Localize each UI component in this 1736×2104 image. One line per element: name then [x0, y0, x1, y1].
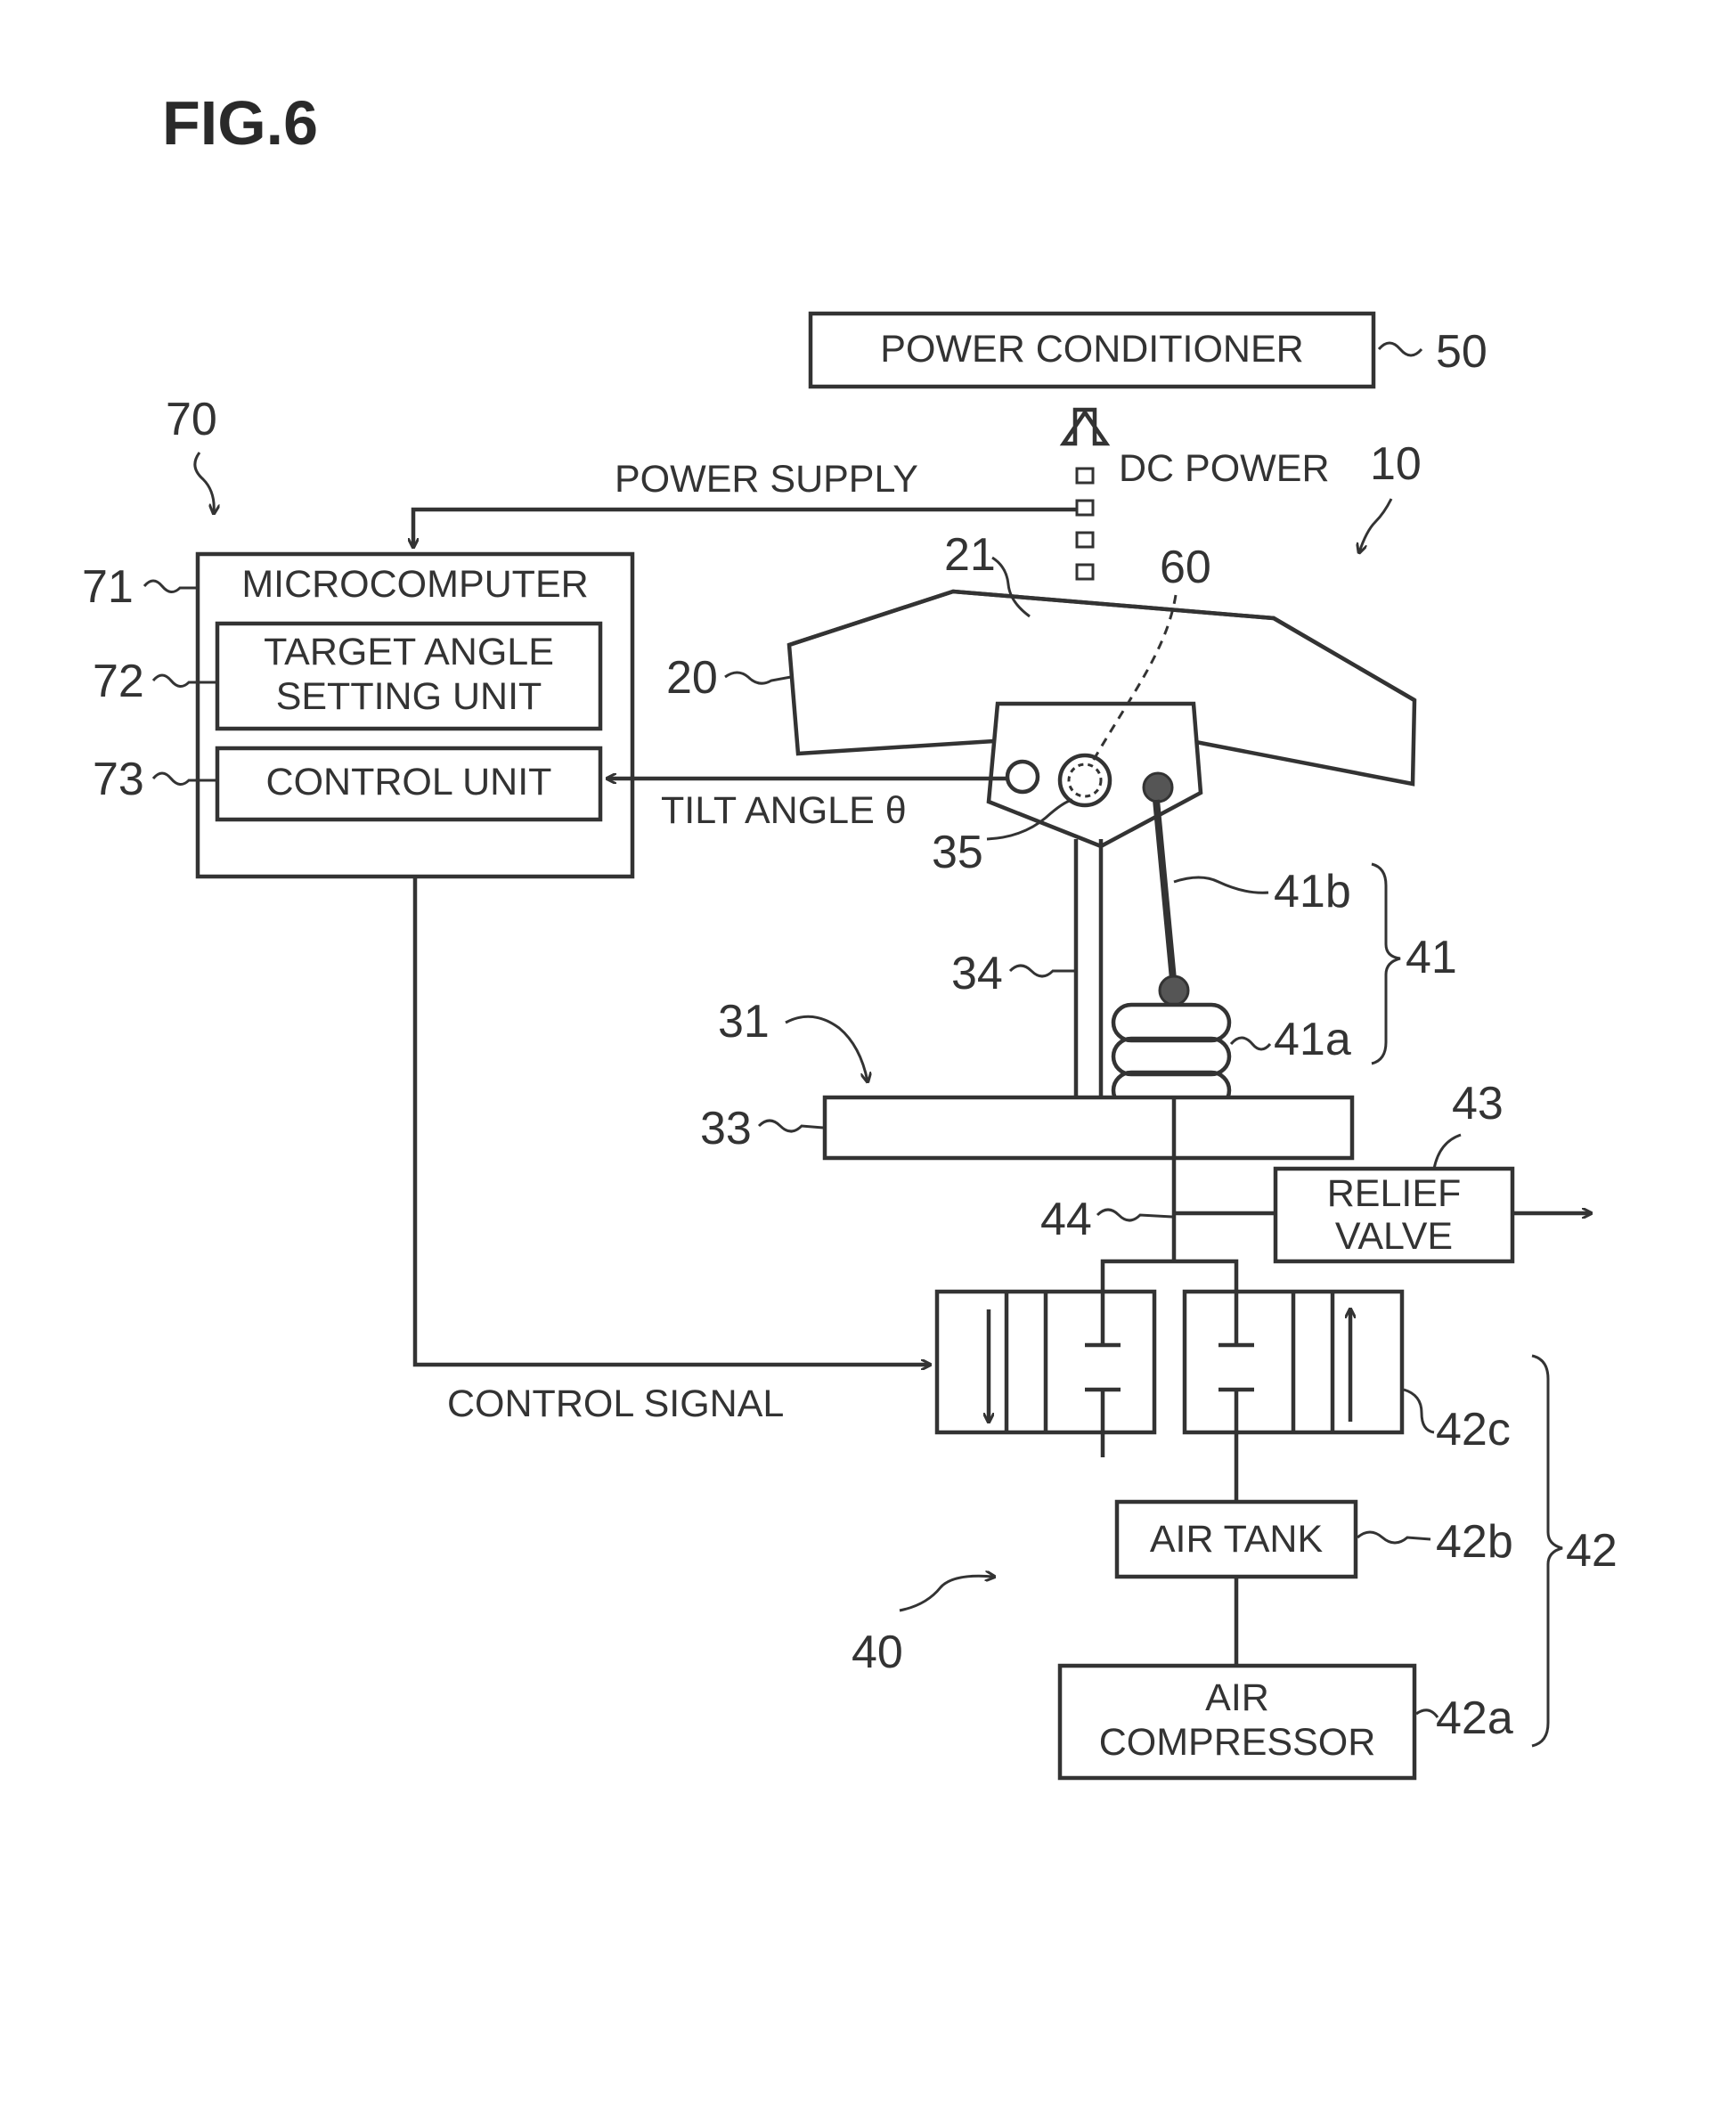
ref-35: 35	[932, 827, 983, 878]
leader-20	[725, 673, 791, 683]
leader-42a	[1416, 1710, 1438, 1717]
relief-valve-label-line1: RELIEF	[1327, 1172, 1462, 1215]
leader-71	[144, 581, 198, 592]
dc-power-label: DC POWER	[1119, 447, 1330, 490]
air-compressor-label-line1: AIR	[1205, 1676, 1269, 1719]
leader-31	[786, 1016, 868, 1081]
ref-34: 34	[951, 948, 1003, 999]
leader-41a	[1231, 1038, 1270, 1049]
actuator-rod-41b	[1156, 800, 1174, 989]
figure-label: FIG.6	[162, 88, 318, 158]
microcomputer-label: MICROCOMPUTER	[241, 563, 588, 606]
ref-40: 40	[852, 1627, 903, 1678]
leader-42c	[1404, 1390, 1434, 1432]
ref-42c: 42c	[1436, 1404, 1511, 1456]
ref-31: 31	[718, 996, 770, 1048]
power-supply-label: POWER SUPPLY	[615, 458, 918, 501]
ref-70: 70	[166, 394, 217, 445]
dc-power-dash-3	[1077, 533, 1093, 547]
dc-power-arrow-head	[1064, 410, 1106, 444]
ref-21: 21	[944, 529, 996, 581]
dc-power-dash-1	[1077, 469, 1093, 483]
ball-joint-top	[1144, 773, 1172, 802]
bellows-ring-1	[1113, 1005, 1229, 1040]
leader-50	[1379, 343, 1422, 355]
relief-valve-label-line2: VALVE	[1335, 1215, 1453, 1258]
leader-10	[1359, 499, 1391, 552]
ref-42a: 42a	[1436, 1692, 1513, 1744]
pipe-branch	[1103, 1261, 1236, 1292]
control-unit-label: CONTROL UNIT	[266, 761, 552, 803]
ref-42b: 42b	[1436, 1516, 1513, 1568]
power-conditioner-label: POWER CONDITIONER	[880, 328, 1303, 371]
mount-bracket	[989, 704, 1201, 846]
leader-40	[900, 1576, 994, 1611]
ref-41a: 41a	[1274, 1014, 1351, 1065]
brace-42	[1532, 1356, 1562, 1746]
ref-44: 44	[1040, 1194, 1092, 1245]
base-33	[825, 1097, 1352, 1158]
leader-42b	[1357, 1532, 1430, 1543]
control-signal-label: CONTROL SIGNAL	[447, 1382, 784, 1425]
dc-power-dash-2	[1077, 501, 1093, 515]
ref-60: 60	[1160, 542, 1211, 593]
leader-41b	[1174, 877, 1268, 893]
ref-42: 42	[1566, 1525, 1618, 1577]
dc-power-dash-4	[1077, 565, 1093, 579]
leader-34	[1010, 966, 1074, 976]
leader-44	[1097, 1210, 1172, 1220]
target-angle-label-line1: TARGET ANGLE	[264, 631, 554, 673]
ref-20: 20	[666, 652, 718, 704]
ref-50: 50	[1436, 326, 1487, 378]
ball-joint-bottom	[1160, 976, 1188, 1005]
bellows-ring-2	[1113, 1039, 1229, 1074]
air-tank-label: AIR TANK	[1150, 1518, 1324, 1561]
ref-10: 10	[1370, 438, 1422, 490]
leader-33	[759, 1121, 823, 1131]
brace-41	[1372, 864, 1400, 1064]
ref-41b: 41b	[1274, 866, 1351, 917]
ref-41: 41	[1406, 932, 1457, 983]
ref-71: 71	[82, 561, 134, 613]
tilt-angle-label: TILT ANGLE θ	[661, 789, 907, 832]
ref-33: 33	[700, 1103, 752, 1154]
air-compressor-label-line2: COMPRESSOR	[1099, 1721, 1376, 1764]
leader-43	[1434, 1135, 1461, 1169]
leader-70	[195, 453, 214, 513]
ref-43: 43	[1452, 1078, 1504, 1129]
target-angle-label-line2: SETTING UNIT	[276, 675, 542, 718]
ref-73: 73	[93, 754, 144, 805]
ref-72: 72	[93, 656, 144, 707]
